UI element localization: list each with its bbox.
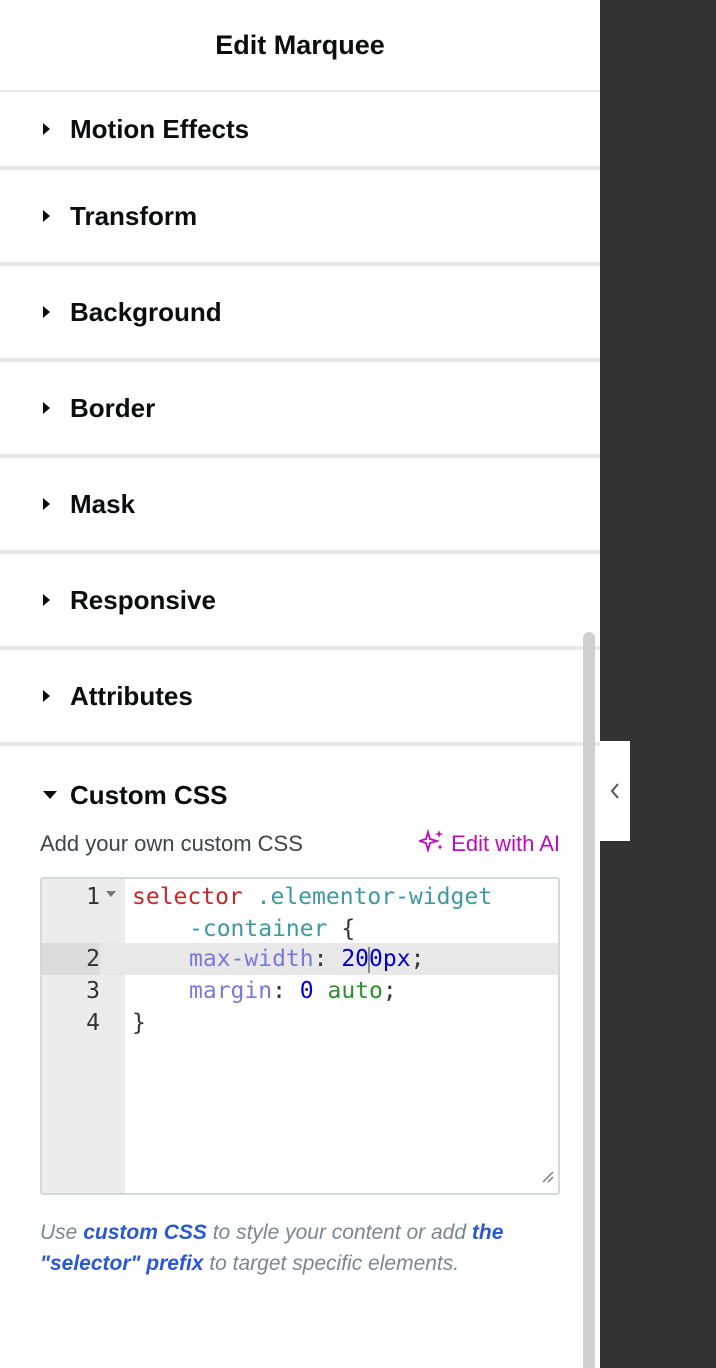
code-keyword: auto [327,978,383,1004]
section-attributes[interactable]: Attributes [0,650,600,746]
line-number: 3 [86,978,100,1004]
section-label: Transform [70,200,198,231]
code-brace-open: { [341,916,356,942]
edit-with-ai-label: Edit with AI [451,831,560,856]
section-label: Responsive [70,584,216,615]
section-label: Border [70,392,156,423]
text-cursor [368,946,371,973]
caret-right-icon [42,122,70,136]
line-number: 1 [86,884,100,910]
code-class: .elementor-widget [256,884,493,910]
code-property: margin [189,978,273,1004]
code-value: 20 [341,946,370,972]
selector-prefix-link[interactable]: the "selector" prefix [40,1221,504,1275]
fold-toggle-icon[interactable] [106,891,116,897]
code-brace-close: } [132,1010,146,1036]
section-label: Motion Effects [70,113,250,144]
section-motion-effects[interactable]: Motion Effects [0,92,600,170]
resize-handle-icon[interactable] [540,1163,554,1189]
section-transform[interactable]: Transform [0,170,600,266]
caret-right-icon [42,497,70,511]
code-line-active: 2 max-width: 200px; [42,943,558,975]
panel-scrollbar[interactable] [583,632,595,1368]
panel-title: Edit Marquee [215,29,385,60]
line-number: 2 [42,943,100,975]
section-background[interactable]: Background [0,266,600,362]
collapse-panel-button[interactable] [600,741,630,841]
panel-header: Edit Marquee [0,0,600,92]
section-border[interactable]: Border [0,362,600,458]
code-property: max-width [189,946,314,972]
sparkle-icon [415,828,445,859]
section-custom-css: Custom CSS Add your own custom CSS Edit … [0,746,600,1279]
code-line: 1 selector .elementor-widget [42,881,558,913]
section-custom-css-header[interactable]: Custom CSS [40,746,560,844]
section-responsive[interactable]: Responsive [0,554,600,650]
caret-right-icon [42,401,70,415]
caret-right-icon [42,689,70,703]
code-line-wrap: -container { [42,913,558,945]
caret-down-icon [42,790,70,800]
custom-css-field-label: Add your own custom CSS [40,831,303,856]
code-selector: selector [132,884,243,910]
section-mask[interactable]: Mask [0,458,600,554]
chevron-left-icon [609,782,621,800]
custom-css-code-editor[interactable]: 1 selector .elementor-widget -container … [40,877,560,1195]
custom-css-link[interactable]: custom CSS [83,1221,207,1244]
custom-css-field-row: Add your own custom CSS Edit with AI [40,826,560,862]
section-label: Mask [70,488,136,519]
code-line: 3 margin: 0 auto; [42,975,558,1007]
editor-panel: Edit Marquee Motion Effects Transform Ba… [0,0,600,1368]
code-class-wrap: -container [189,916,328,942]
preview-area [600,0,716,1368]
code-value-unit: 0px [369,946,411,972]
caret-right-icon [42,593,70,607]
line-number: 4 [86,1010,100,1036]
code-value: 0 [299,978,314,1004]
caret-right-icon [42,305,70,319]
custom-css-help-text: Use custom CSS to style your content or … [40,1221,504,1275]
section-label: Attributes [70,680,193,711]
editor-gutter [42,879,125,1193]
edit-with-ai-button[interactable]: Edit with AI [415,828,560,859]
section-label: Background [70,296,222,327]
section-label: Custom CSS [70,779,228,810]
code-line: 4 } [42,1007,558,1039]
caret-right-icon [42,209,70,223]
